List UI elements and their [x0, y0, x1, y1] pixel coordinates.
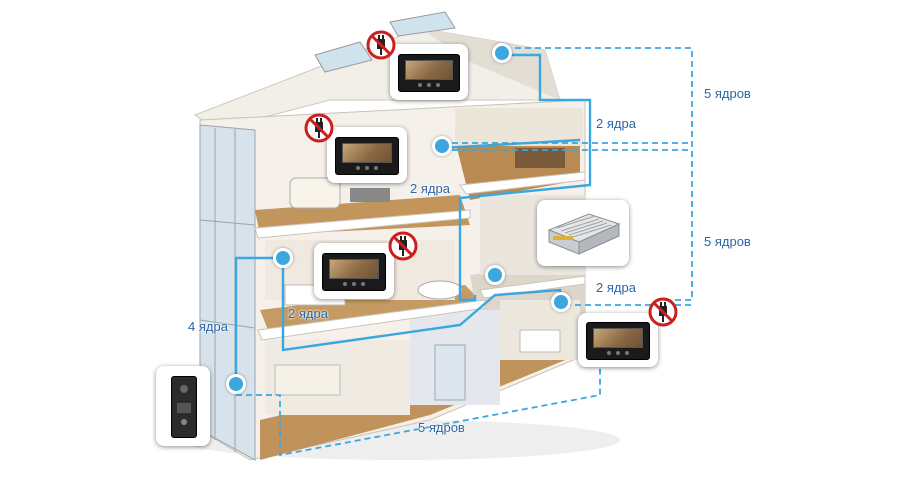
- power-supply-icon: [547, 213, 621, 255]
- no-plug-icon: [304, 113, 334, 143]
- cable-label-top-right: 5 ядров: [704, 86, 751, 101]
- connection-point-icon: [492, 43, 512, 63]
- connection-point-icon: [273, 248, 293, 268]
- connection-point-icon: [485, 265, 505, 285]
- no-plug-icon: [648, 297, 678, 327]
- cable-label-floor2-left: 2 ядра: [410, 181, 450, 196]
- power-supply-callout: [537, 200, 629, 266]
- cable-label-floor1-right: 2 ядра: [596, 280, 636, 295]
- door-panel-callout: [156, 366, 210, 446]
- video-monitor-callout-middle-floor: [314, 243, 394, 299]
- cable-label-left-vertical: 4 ядра: [188, 319, 228, 334]
- video-monitor-callout-top-floor: [327, 127, 407, 183]
- cable-label-bottom: 5 ядров: [418, 420, 465, 435]
- cable-label-floor3: 2 ядра: [596, 116, 636, 131]
- connection-point-icon: [226, 374, 246, 394]
- video-monitor-callout-attic: [390, 44, 468, 100]
- video-monitor-icon: [335, 137, 399, 175]
- video-monitor-icon: [398, 54, 460, 92]
- video-monitor-icon: [322, 253, 386, 291]
- connection-point-icon: [432, 136, 452, 156]
- door-panel-icon: [171, 376, 197, 438]
- connection-point-icon: [551, 292, 571, 312]
- no-plug-icon: [366, 30, 396, 60]
- cable-label-floor1-left: 2 ядра: [288, 306, 328, 321]
- video-monitor-icon: [586, 322, 650, 360]
- no-plug-icon: [388, 231, 418, 261]
- video-monitor-callout-ground-floor: [578, 313, 658, 367]
- cable-label-mid-right: 5 ядров: [704, 234, 751, 249]
